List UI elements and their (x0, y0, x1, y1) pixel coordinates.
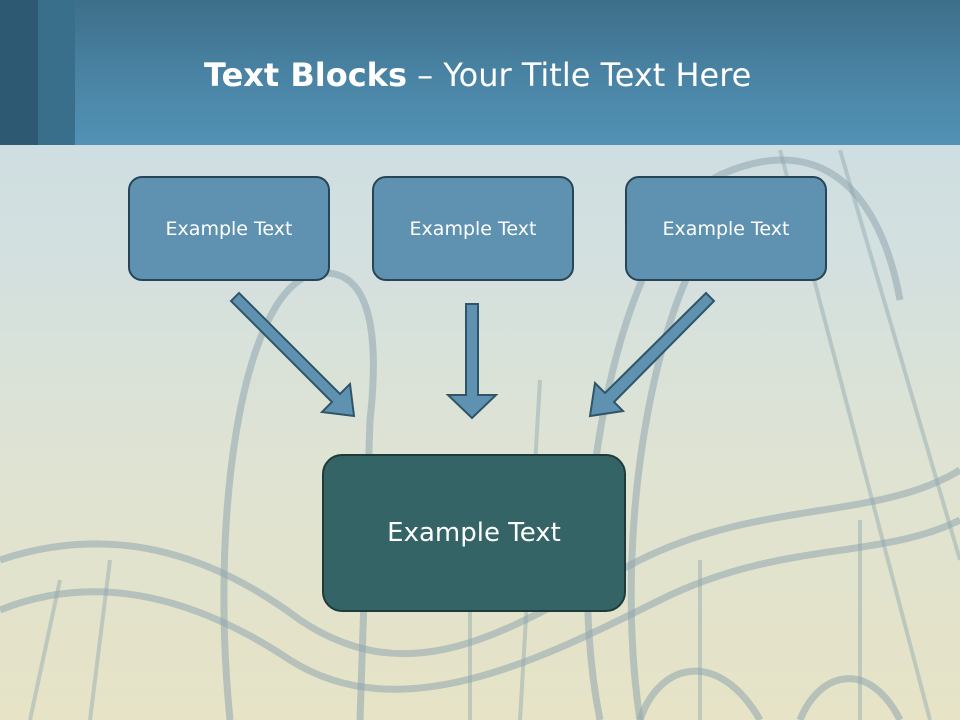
header-accent-stripe (0, 0, 38, 145)
slide-title-bold: Text Blocks (204, 56, 407, 94)
result-block-label: Example Text (387, 518, 561, 548)
text-block-2-label: Example Text (409, 217, 537, 240)
text-block-1: Example Text (128, 176, 330, 281)
text-block-1-label: Example Text (165, 217, 293, 240)
title-bar (0, 0, 960, 145)
slide-title-dash: – (407, 56, 444, 94)
header-accent-stripe (38, 0, 75, 145)
result-block: Example Text (322, 454, 626, 612)
arrow-right (588, 291, 716, 418)
slide-title: Text Blocks – Your Title Text Here (204, 52, 751, 98)
slide-title-rest: Your Title Text Here (443, 56, 752, 94)
text-block-3-label: Example Text (662, 217, 790, 240)
text-block-2: Example Text (372, 176, 574, 281)
text-block-3: Example Text (625, 176, 827, 281)
arrow-left (229, 291, 356, 418)
arrow-center (445, 303, 499, 420)
